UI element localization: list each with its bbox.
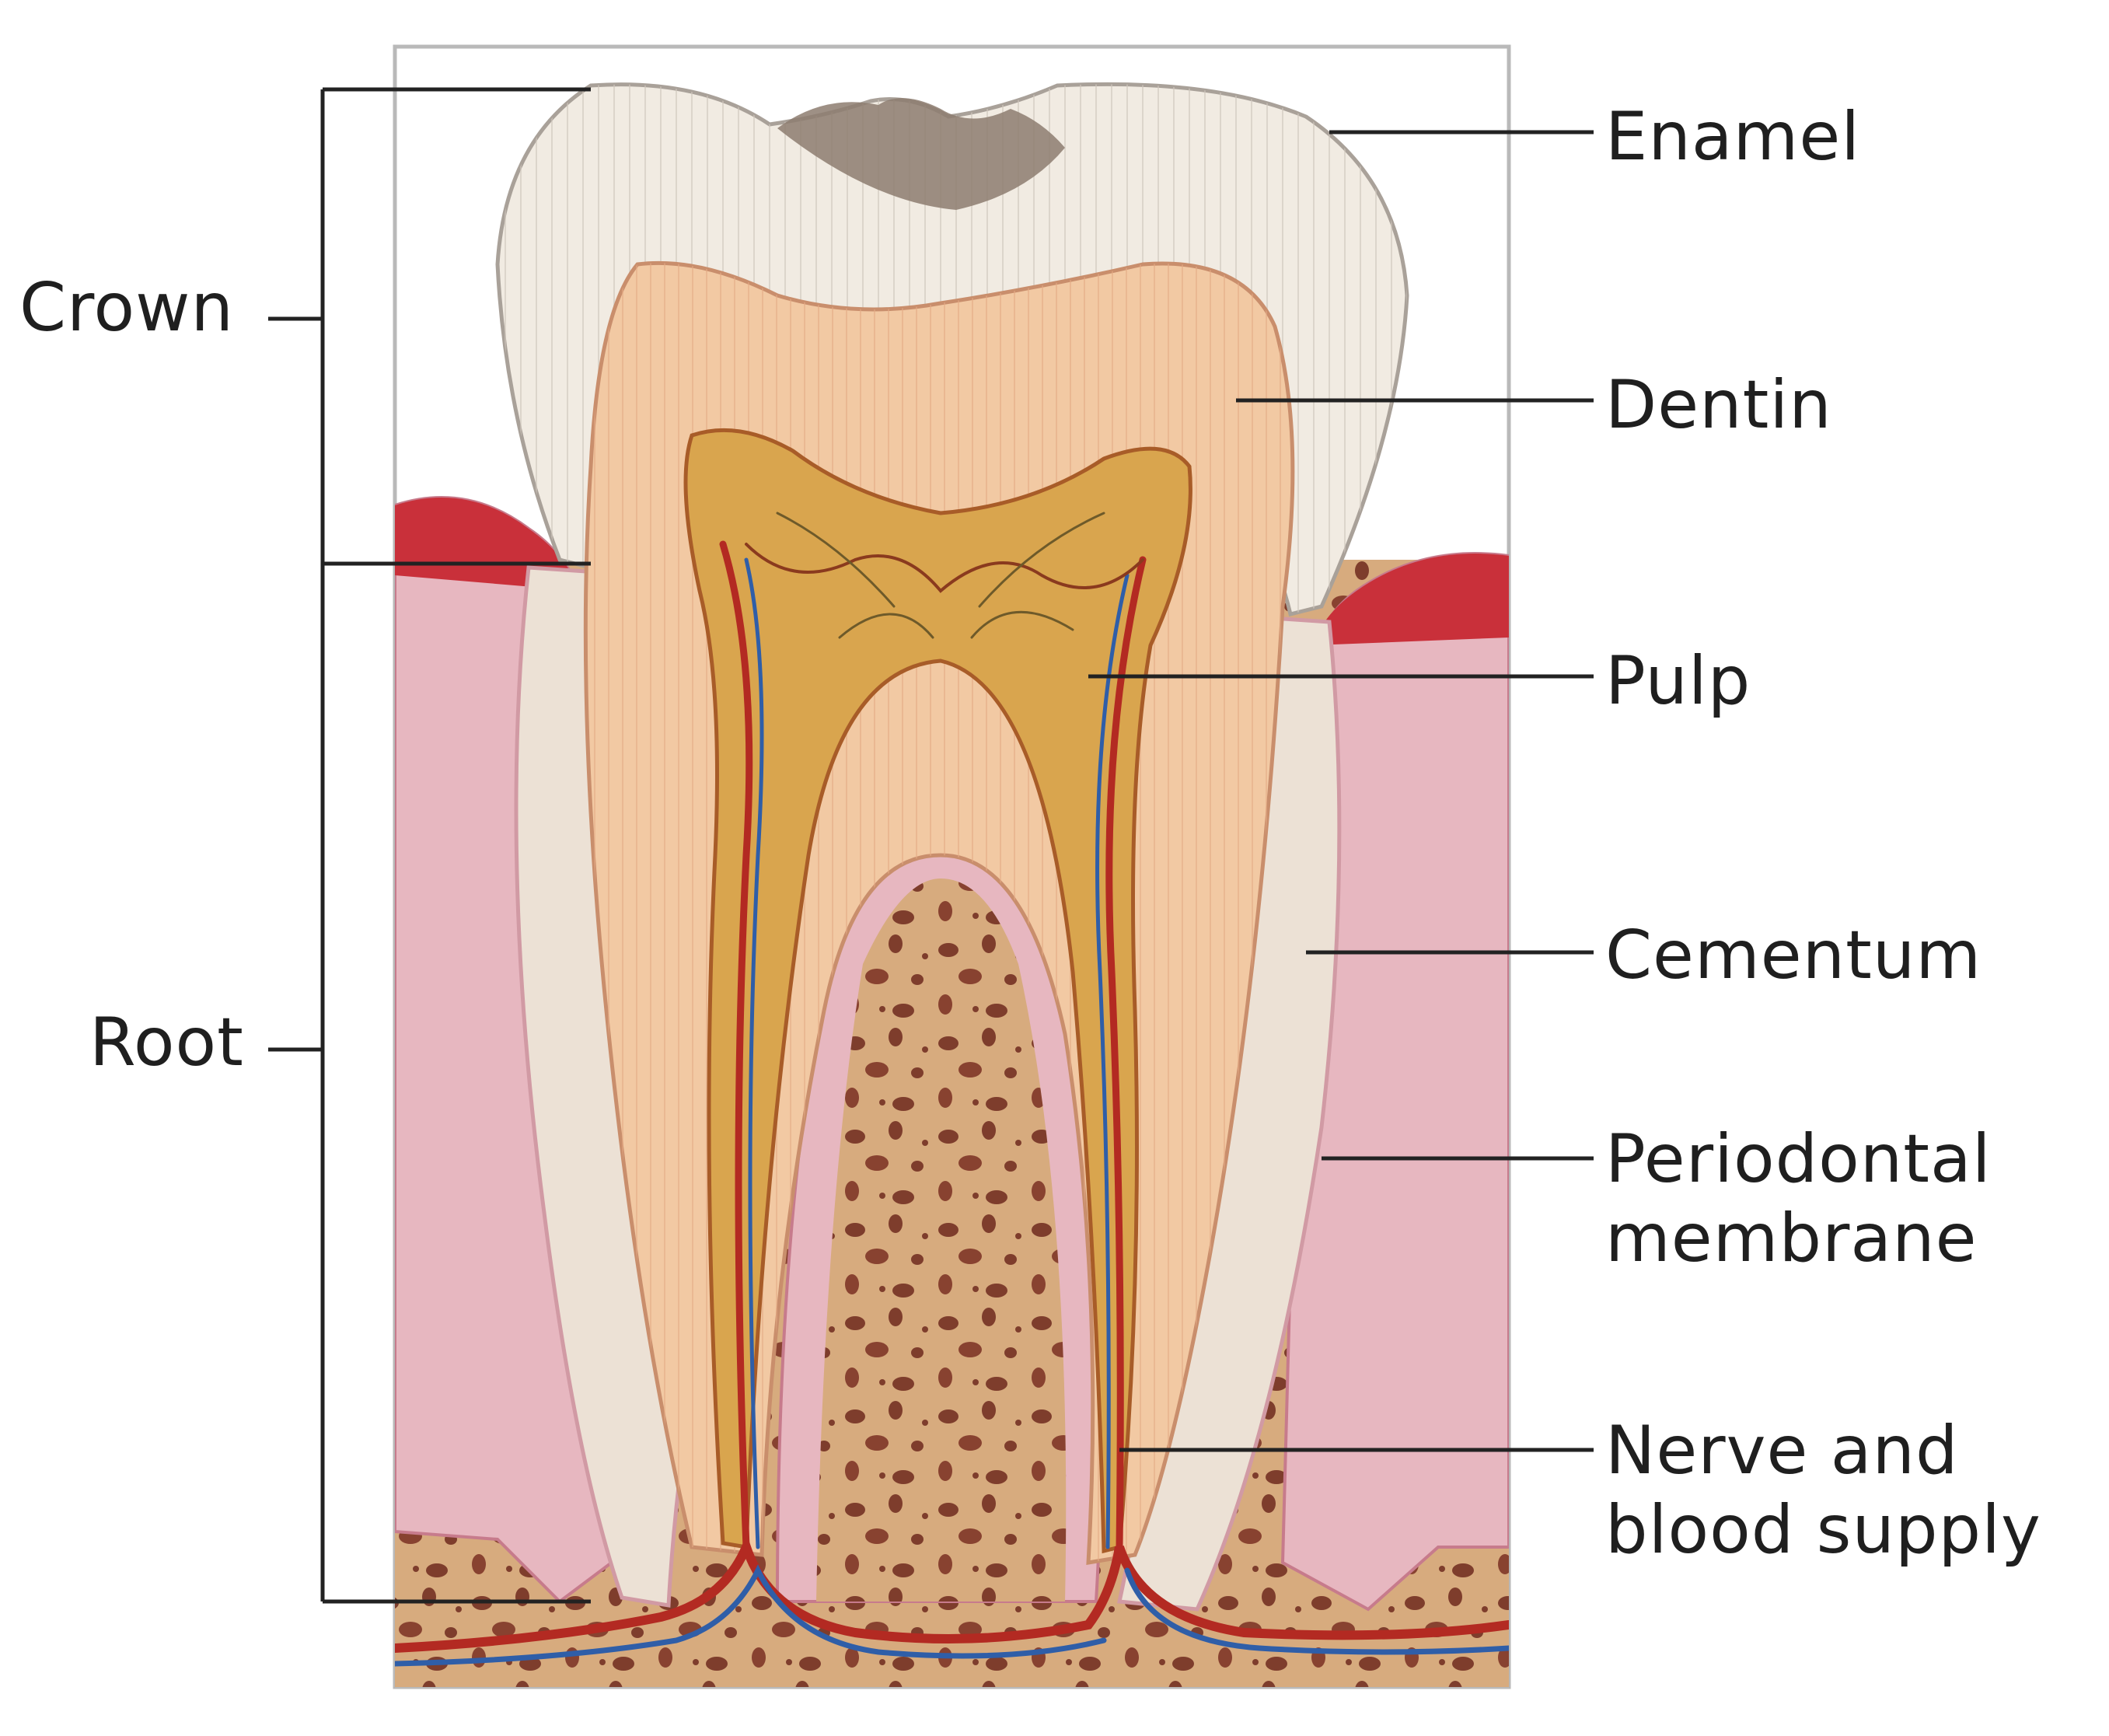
label-nerve-line1: Nerve and — [1605, 1412, 1959, 1490]
label-enamel: Enamel — [1605, 98, 1861, 176]
interradicular-bone-spots — [816, 878, 1067, 1602]
label-cementum: Cementum — [1605, 917, 1982, 994]
pulp — [683, 428, 1192, 1554]
leader-lines — [1088, 130, 1594, 1452]
occlusal-groove — [777, 98, 1065, 210]
label-root: Root — [89, 1004, 244, 1081]
label-dentin: Dentin — [1605, 366, 1832, 444]
label-periodontal-line2: membrane — [1605, 1200, 1978, 1277]
gum-right-edge — [1314, 554, 1509, 645]
crown-root-bracket — [268, 87, 591, 1604]
label-nerve-line2: blood supply — [1605, 1491, 2041, 1569]
nerve-and-blood-vessels — [395, 512, 1509, 1667]
label-pulp: Pulp — [1605, 642, 1751, 720]
label-crown: Crown — [19, 269, 234, 347]
label-periodontal-line1: Periodontal — [1605, 1120, 1992, 1198]
